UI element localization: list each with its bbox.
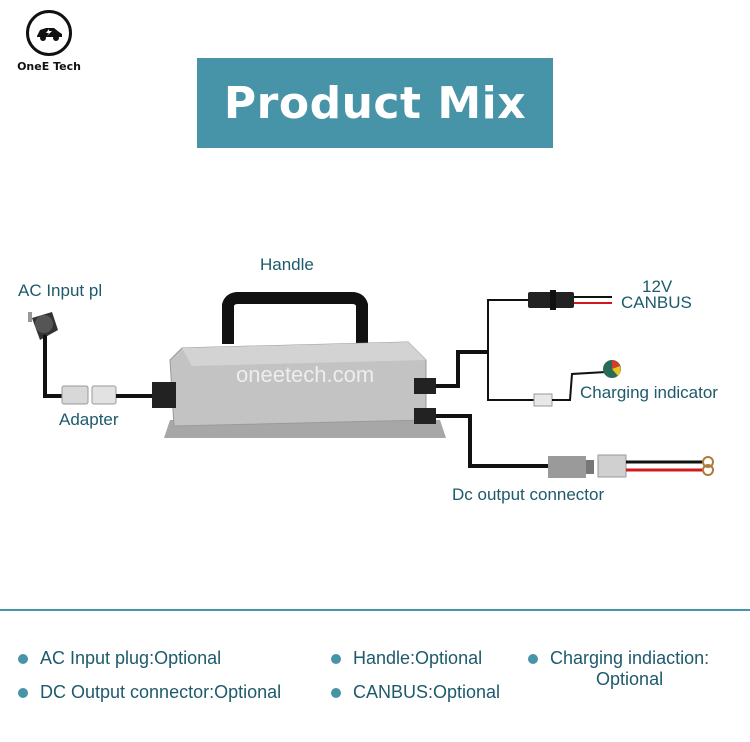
canbus-connector-image <box>528 290 612 310</box>
option-handle: Handle:Optional <box>331 648 482 669</box>
output-cables <box>436 299 548 468</box>
section-divider <box>0 609 750 611</box>
page-title: Product Mix <box>223 77 527 129</box>
watermark-text: oneetech.com <box>236 362 374 387</box>
title-banner: Product Mix <box>197 58 553 148</box>
bullet-dot-icon <box>528 654 538 664</box>
charger-body-image <box>152 292 446 438</box>
ac-input-label: AC Input pl <box>18 281 103 300</box>
brand-logo: OnеE Tech <box>14 10 84 73</box>
option-text-line2: Optional <box>596 669 664 689</box>
option-text: AC Input plug:Optional <box>40 648 222 668</box>
handle-label: Handle <box>260 255 314 274</box>
bullet-dot-icon <box>18 688 28 698</box>
option-canbus: CANBUS:Optional <box>331 682 500 703</box>
ac-plug-image <box>28 312 62 398</box>
charging-indicator-label: Charging indicator <box>580 383 718 402</box>
voltage-label: 12V <box>642 277 673 296</box>
brand-name: OnеE Tech <box>17 60 81 73</box>
option-text: DC Output connector:Optional <box>40 682 282 702</box>
bullet-dot-icon <box>18 654 28 664</box>
option-text: CANBUS:Optional <box>353 682 501 702</box>
option-text-line1: Charging indiaction: <box>550 648 710 668</box>
electric-car-icon <box>26 10 72 56</box>
bullet-dot-icon <box>331 654 341 664</box>
option-text: Handle:Optional <box>353 648 483 668</box>
dc-output-label: Dc output connector <box>452 485 605 504</box>
dc-output-connector-image <box>548 454 714 478</box>
canbus-label: CANBUS <box>621 293 692 312</box>
adapter-image <box>61 385 160 405</box>
bullet-dot-icon <box>331 688 341 698</box>
charging-indicator-image <box>533 360 621 407</box>
option-charging-indication: Charging indiaction: Optional <box>528 648 709 690</box>
option-dc-output: DC Output connector:Optional <box>18 682 281 703</box>
option-ac-input: AC Input plug:Optional <box>18 648 221 669</box>
product-diagram: oneetech.com <box>28 290 714 478</box>
adapter-label: Adapter <box>59 410 119 429</box>
option-text: Charging indiaction: Optional <box>550 648 709 690</box>
